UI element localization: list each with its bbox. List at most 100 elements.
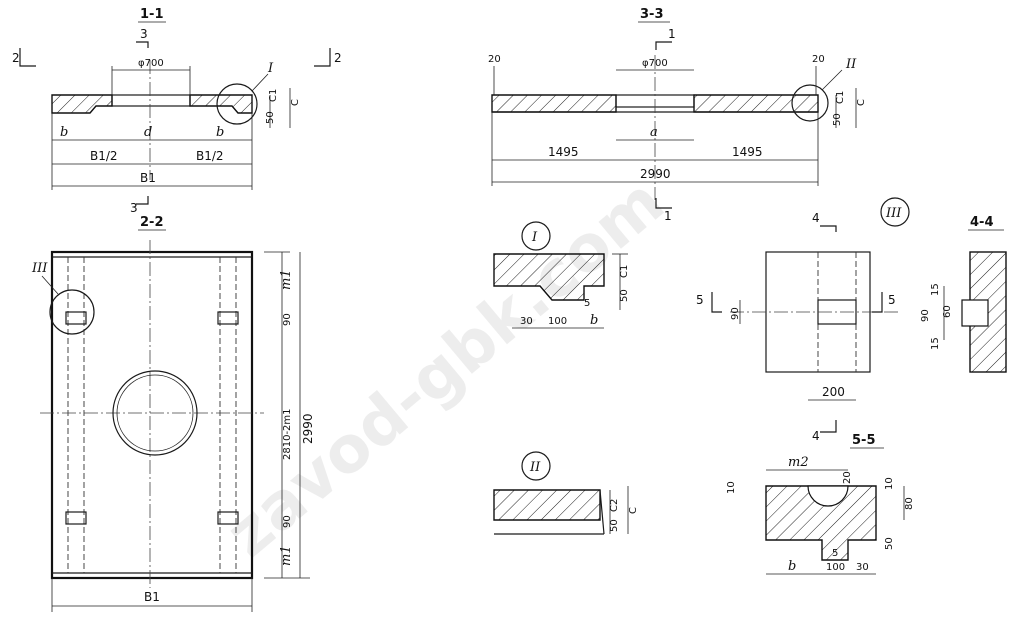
section-5-5: 5-5 m2 20 10 10 80 50 b 5 100 30 bbox=[726, 433, 915, 575]
dim-20-left: 20 bbox=[488, 54, 501, 65]
detail-circle-II bbox=[521, 451, 551, 481]
dim-d: d bbox=[144, 125, 152, 140]
callout-label-III-plan: III bbox=[31, 261, 48, 276]
dim-c-detail-II: C bbox=[628, 507, 639, 514]
dim-m2: m2 bbox=[788, 455, 809, 470]
dim-1495-left: 1495 bbox=[548, 145, 579, 159]
detail-label-II: II bbox=[529, 460, 541, 475]
section-label-4-4: 4-4 bbox=[970, 215, 994, 230]
cut-marker-5-left: 5 bbox=[696, 293, 704, 307]
dim-20-right: 20 bbox=[812, 54, 825, 65]
cut-marker-4-bottom: 4 bbox=[812, 429, 820, 443]
dim-100-detail-I: 100 bbox=[548, 316, 567, 327]
dim-20-5-5: 20 bbox=[842, 471, 853, 484]
dim-b-left: b bbox=[60, 125, 68, 140]
detail-label-III: III bbox=[885, 206, 902, 221]
dim-m1-bottom: m1 bbox=[279, 545, 294, 566]
section-2-2: 2-2 III m1 90 2810-2m1 90 m1 299 bbox=[31, 215, 315, 612]
dim-100-5-5: 100 bbox=[826, 562, 845, 573]
pocket-bottom-right bbox=[217, 511, 239, 525]
dim-b1-plan: B1 bbox=[144, 590, 160, 604]
section-3-3: 3-3 1 II 20 20 φ700 a 1495 1495 2990 C1 … bbox=[488, 7, 867, 223]
dim-50-detail-I: 50 bbox=[619, 289, 630, 302]
cut-marker-5-right: 5 bbox=[888, 293, 896, 307]
slab-section-3-3-left bbox=[491, 94, 617, 113]
detail-II: II C2 50 C bbox=[493, 451, 639, 535]
callout-circle-II bbox=[791, 84, 829, 122]
dim-phi700-3-3: φ700 bbox=[642, 58, 668, 69]
callout-circle-III bbox=[49, 289, 95, 335]
dim-90-bottom: 90 bbox=[282, 515, 293, 528]
section-label-1-1: 1-1 bbox=[140, 7, 164, 22]
dim-1495-right: 1495 bbox=[732, 145, 763, 159]
dim-c-3-3: C bbox=[856, 99, 867, 106]
dim-60: 60 bbox=[942, 305, 953, 318]
section-4-4-pocket bbox=[961, 299, 989, 327]
cut-marker-1-top: 1 bbox=[668, 27, 676, 41]
detail-circle-I bbox=[521, 221, 551, 251]
dim-5-detail-I: 5 bbox=[584, 298, 590, 309]
detail-circle-III bbox=[880, 197, 910, 227]
dim-b-5-5: b bbox=[788, 559, 796, 574]
dim-b-right: b bbox=[216, 125, 224, 140]
dim-m1-top: m1 bbox=[279, 269, 294, 290]
dim-10-right: 10 bbox=[884, 477, 895, 490]
dim-15-top: 15 bbox=[930, 283, 941, 296]
dim-90-detail-III: 90 bbox=[730, 307, 741, 320]
round-opening bbox=[112, 370, 198, 456]
pocket-top-right bbox=[217, 311, 239, 325]
dim-b1-1-1: B1 bbox=[140, 171, 156, 185]
dim-50-1-1: 50 bbox=[265, 111, 276, 124]
section-label-5-5: 5-5 bbox=[852, 433, 876, 448]
slab-plan bbox=[50, 250, 254, 580]
detail-III: 4 III 5 5 90 200 4 bbox=[696, 197, 910, 443]
dim-2990-3-3: 2990 bbox=[640, 167, 671, 181]
pocket-bottom-left bbox=[65, 511, 87, 525]
detail-I-section bbox=[493, 253, 605, 301]
dim-b1-half-left: B1/2 bbox=[90, 149, 118, 163]
dim-200-detail-III: 200 bbox=[822, 385, 845, 399]
section-5-5-body bbox=[765, 485, 877, 561]
dim-a: a bbox=[650, 125, 658, 140]
dim-90-top: 90 bbox=[282, 313, 293, 326]
section-5-5-notch bbox=[807, 485, 849, 507]
section-1-1: 1-1 2 2 3 I φ700 b d b B1/2 B1/2 bbox=[12, 7, 342, 215]
detail-label-I: I bbox=[531, 230, 538, 245]
section-4-4: 4-4 15 60 90 15 bbox=[920, 215, 1007, 373]
cut-marker-4-top: 4 bbox=[812, 211, 820, 225]
slab-section-left bbox=[51, 94, 113, 114]
pocket-top-left bbox=[65, 311, 87, 325]
dim-c2-detail-II: C2 bbox=[609, 499, 620, 512]
dim-10-left: 10 bbox=[726, 481, 737, 494]
dim-c1-1-1: C1 bbox=[268, 89, 279, 102]
cut-marker-3-bottom: 3 bbox=[130, 201, 138, 215]
callout-label-I: I bbox=[267, 61, 274, 76]
slab-section-right bbox=[189, 94, 253, 114]
cut-marker-2-left: 2 bbox=[12, 51, 20, 65]
dim-50-detail-II: 50 bbox=[609, 519, 620, 532]
dim-c1-detail-I: C1 bbox=[619, 265, 630, 278]
callout-label-II: II bbox=[845, 57, 857, 72]
dim-50-3-3: 50 bbox=[832, 113, 843, 126]
slab-section-3-3-right bbox=[693, 94, 819, 113]
cut-marker-3-top: 3 bbox=[140, 27, 148, 41]
cut-marker-2-right: 2 bbox=[334, 51, 342, 65]
dim-30-5-5: 30 bbox=[856, 562, 869, 573]
dim-2990-plan: 2990 bbox=[301, 413, 315, 444]
section-label-2-2: 2-2 bbox=[140, 215, 164, 230]
dim-c-1-1: C bbox=[290, 99, 301, 106]
opening bbox=[111, 94, 191, 107]
dim-b-detail-I: b bbox=[590, 313, 598, 328]
dim-50-5-5: 50 bbox=[884, 537, 895, 550]
dim-15-bottom: 15 bbox=[930, 337, 941, 350]
dim-30-detail-I: 30 bbox=[520, 316, 533, 327]
detail-II-section bbox=[493, 489, 601, 521]
dim-5-5-5: 5 bbox=[832, 548, 838, 559]
detail-I: I C1 50 30 100 5 b bbox=[493, 221, 630, 329]
cut-marker-1-bottom: 1 bbox=[664, 209, 672, 223]
section-label-3-3: 3-3 bbox=[640, 7, 664, 22]
callout-circle-I bbox=[216, 83, 258, 125]
dim-90-4-4: 90 bbox=[920, 309, 931, 322]
dim-phi700-1-1: φ700 bbox=[138, 58, 164, 69]
